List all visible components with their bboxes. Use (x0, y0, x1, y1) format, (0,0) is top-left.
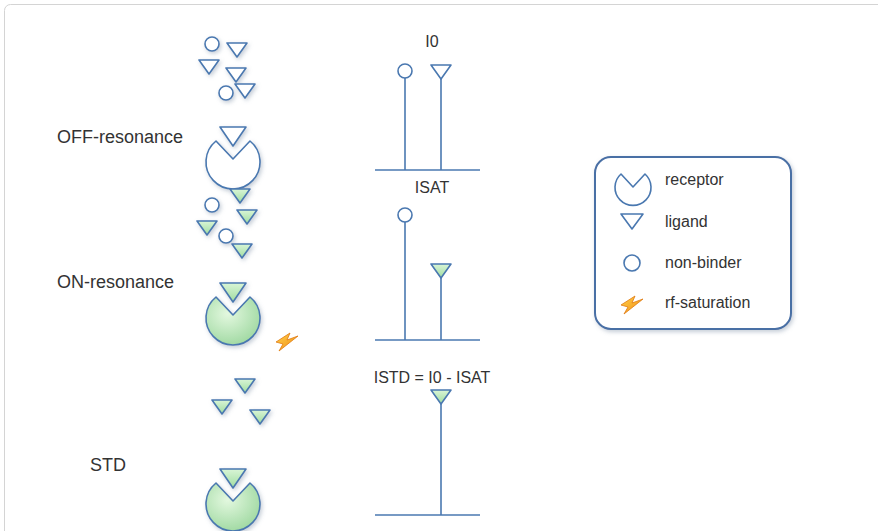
off-cluster (199, 37, 260, 189)
legend-box (595, 157, 791, 329)
rf-saturation-symbol (621, 296, 643, 314)
rf-bolt (276, 333, 298, 351)
page-frame (5, 5, 878, 531)
legend-item: non-binder (665, 254, 742, 272)
on-spectrum (375, 208, 480, 340)
std-cluster (206, 379, 270, 531)
on-cluster (197, 189, 260, 345)
intensity-label: I0 (425, 33, 438, 51)
row-label: ON-resonance (57, 273, 174, 293)
legend-item: rf-saturation (665, 294, 750, 312)
intensity-label: ISTD = I0 - ISAT (374, 369, 491, 387)
receptor-symbol (615, 174, 651, 205)
legend-item: ligand (665, 213, 708, 231)
legend-item: receptor (665, 171, 724, 189)
ligand-symbol (621, 214, 643, 229)
legend-text: rf-saturation (665, 294, 750, 311)
legend-samples (615, 174, 651, 271)
non-binder-symbol (624, 255, 640, 271)
legend-text: non-binder (665, 254, 742, 271)
intensity-label: ISAT (415, 179, 449, 197)
legend-text: receptor (665, 171, 724, 188)
off-spectrum (375, 64, 480, 170)
legend-text: ligand (665, 213, 708, 230)
row-label: OFF-resonance (57, 128, 183, 148)
row-label: STD (90, 456, 126, 476)
std-spectrum (375, 390, 480, 515)
